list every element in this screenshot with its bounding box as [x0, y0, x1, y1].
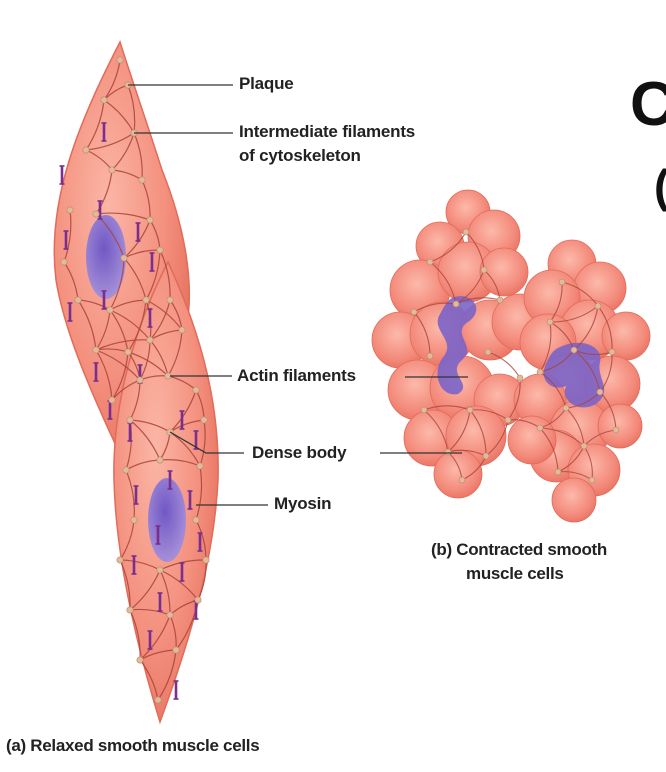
- contracted-dense-body: [537, 425, 543, 431]
- dense-body-dot: [157, 567, 163, 573]
- dense-body-dot: [167, 612, 173, 618]
- contracted-dense-body: [467, 407, 473, 413]
- label-myosin: Myosin: [274, 493, 331, 515]
- dense-body-dot: [61, 259, 67, 265]
- contracted-dense-body: [609, 349, 615, 355]
- dense-body-dot: [147, 217, 153, 223]
- contracted-dense-body: [427, 353, 433, 359]
- contracted-dense-body: [555, 469, 561, 475]
- dense-body-dot: [147, 337, 153, 343]
- dense-body-dot: [197, 463, 203, 469]
- contracted-dense-body: [517, 375, 523, 381]
- contracted-bulge: [598, 404, 642, 448]
- contracted-dense-body: [483, 453, 489, 459]
- contracted-dense-body: [547, 319, 553, 325]
- contracted-dense-body: [597, 389, 603, 395]
- label-actin: Actin filaments: [237, 365, 356, 387]
- contracted-dense-body: [563, 405, 569, 411]
- dense-body-dot: [117, 557, 123, 563]
- contracted-dense-body: [481, 267, 487, 273]
- contracted-dense-body: [581, 443, 587, 449]
- contracted-dense-body: [411, 309, 417, 315]
- dense-body-dot: [139, 177, 145, 183]
- contracted-dense-body: [571, 347, 577, 353]
- dense-body-dot: [193, 387, 199, 393]
- dense-body-dot: [167, 297, 173, 303]
- contracted-dense-body: [497, 297, 503, 303]
- dense-body-dot: [179, 327, 185, 333]
- contracted-dense-body: [427, 259, 433, 265]
- dense-body-dot: [155, 697, 161, 703]
- dense-body-dot: [173, 647, 179, 653]
- dense-body-dot: [93, 347, 99, 353]
- dense-body-dot: [117, 57, 123, 63]
- contracted-dense-body: [589, 477, 595, 483]
- dense-body-dot: [137, 657, 143, 663]
- dense-body-dot: [67, 207, 73, 213]
- contracted-dense-body: [445, 449, 451, 455]
- dense-body-dot: [101, 97, 107, 103]
- dense-body-dot: [125, 349, 131, 355]
- contracted-cells: [372, 190, 650, 522]
- contracted-dense-body: [463, 229, 469, 235]
- dense-body-dot: [137, 377, 143, 383]
- dense-body-dot: [195, 597, 201, 603]
- dense-body-dot: [157, 457, 163, 463]
- contracted-dense-body: [485, 349, 491, 355]
- dense-body-dot: [107, 307, 113, 313]
- dense-body-dot: [127, 417, 133, 423]
- contracted-bulge: [552, 478, 596, 522]
- contracted-dense-body: [559, 279, 565, 285]
- dense-body-dot: [203, 557, 209, 563]
- contracted-dense-body: [537, 369, 543, 375]
- contracted-bulge: [434, 450, 482, 498]
- contracted-dense-body: [459, 477, 465, 483]
- dense-body-dot: [83, 147, 89, 153]
- dense-body-dot: [93, 211, 99, 217]
- dense-body-dot: [109, 397, 115, 403]
- contracted-dense-body: [421, 407, 427, 413]
- contracted-dense-body: [505, 417, 511, 423]
- dense-body-dot: [75, 297, 81, 303]
- dense-body-dot: [131, 517, 137, 523]
- dense-body-dot: [193, 517, 199, 523]
- caption-contracted-1: (b) Contracted smooth: [431, 538, 607, 562]
- dense-body-dot: [127, 607, 133, 613]
- caption-contracted-2: muscle cells: [466, 562, 564, 586]
- dense-body-dot: [143, 297, 149, 303]
- label-intermediate-1: Intermediate filaments: [239, 121, 415, 143]
- nucleus-lower: [148, 478, 186, 562]
- dense-body-dot: [201, 417, 207, 423]
- contracted-dense-body: [613, 427, 619, 433]
- dense-body-dot: [109, 167, 115, 173]
- contracted-dense-body: [595, 303, 601, 309]
- title-fragment-2: (: [654, 160, 666, 212]
- contracted-dense-body: [453, 301, 459, 307]
- caption-relaxed: (a) Relaxed smooth muscle cells: [6, 734, 259, 758]
- contracted-bulge: [480, 248, 528, 296]
- label-plaque: Plaque: [239, 73, 294, 95]
- label-dense-body: Dense body: [252, 442, 346, 464]
- dense-body-dot: [123, 467, 129, 473]
- dense-body-dot: [157, 247, 163, 253]
- title-fragment-1: C: [630, 70, 666, 140]
- dense-body-dot: [121, 255, 127, 261]
- label-intermediate-2: of cytoskeleton: [239, 145, 361, 167]
